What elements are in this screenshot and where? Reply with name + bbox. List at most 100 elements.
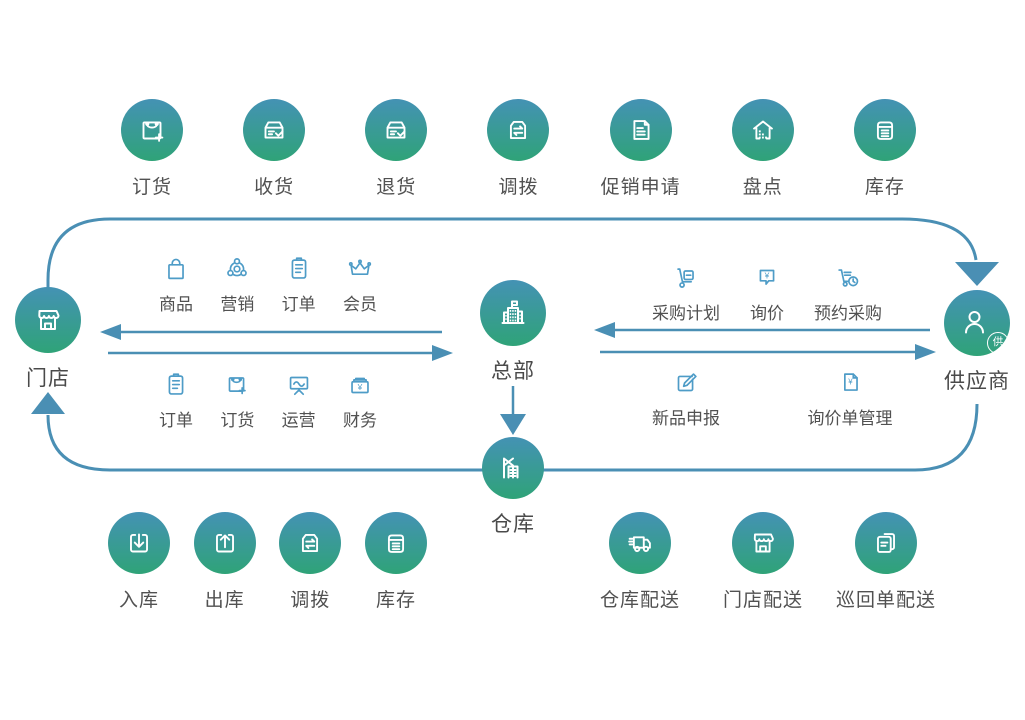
supplier-label: 供应商 [944,370,1010,393]
function-label: 营销 [220,295,255,314]
hq-function-item: 预约采购 [808,261,888,324]
hq-function-item: ¥ 询价 [727,261,807,324]
return-box-check-icon [379,113,413,147]
arrowhead-left [594,322,615,338]
function-label: 会员 [342,295,377,314]
function-label: 采购计划 [652,304,720,323]
store-node: 门店 [0,287,108,392]
process-label: 盘点 [742,177,783,198]
store-function-item: 订单 [147,368,205,431]
inquiry-doc-icon: ¥ [835,366,865,398]
svg-text:¥: ¥ [764,270,770,280]
hq-function-item: 新品申报 [626,366,746,429]
process-label: 入库 [118,590,159,611]
arrowhead-up [31,392,65,414]
inquiry-bubble-icon: ¥ [752,261,782,293]
store-function-item: 营销 [208,252,266,315]
top-process-item: 库存 [830,99,940,199]
function-label: 新品申报 [652,409,720,428]
store-hq-functions-row1: 商品 营销 订单 会员 [147,252,389,315]
warehouse-process-item: 库存 [356,512,436,612]
arrowhead-left [100,324,121,340]
headquarters-building-icon [495,295,531,331]
storefront-icon [30,302,66,338]
new-product-edit-icon [671,366,701,398]
delivery-process-item: 门店配送 [703,512,823,612]
svg-text:¥: ¥ [848,377,853,386]
product-bag-icon [161,252,191,284]
delivery-process-item: 仓库配送 [580,512,700,612]
transfer-box-swap-icon [293,526,327,560]
svg-text:¥: ¥ [357,382,363,392]
order-bag-plus-icon [135,113,169,147]
top-process-item: 盘点 [708,99,818,199]
reserve-purchase-cart-icon [833,261,863,293]
process-label: 促销申请 [600,177,681,198]
process-label: 巡回单配送 [835,590,936,611]
transfer-box-swap-icon [501,113,535,147]
arrowhead-right [432,345,453,361]
store-function-item: ¥ 财务 [331,368,389,431]
order-clipboard-icon [161,368,191,400]
store-hq-functions-row2: 订单 订货 运营 ¥ 财务 [147,368,389,431]
warehouse-label: 仓库 [491,513,535,536]
warehouse-process-item: 调拨 [270,512,350,612]
order-clipboard-icon [284,252,314,284]
round-delivery-docs-icon [869,526,903,560]
process-label: 订货 [131,177,172,198]
supplier-badge: 供 [987,332,1009,354]
store-function-item: 会员 [331,252,389,315]
function-label: 财务 [342,411,377,430]
headquarters-node: 总部 [453,280,573,385]
store-function-item: 运营 [270,368,328,431]
hq-function-item: ¥ 询价单管理 [790,366,910,429]
member-crown-icon [345,252,375,284]
function-label: 订单 [281,295,316,314]
process-label: 库存 [375,590,416,611]
function-label: 询价单管理 [807,409,893,428]
function-label: 订单 [159,411,193,430]
process-label: 调拨 [498,177,539,198]
inbound-arrow-icon [122,526,156,560]
process-label: 出库 [204,590,245,611]
finance-cashbox-icon: ¥ [345,368,375,400]
warehouse-node: 仓库 [453,437,573,538]
headquarters-label: 总部 [491,360,535,383]
function-label: 预约采购 [814,304,882,323]
function-label: 订货 [220,411,255,430]
hq-function-item: 采购计划 [646,261,726,324]
top-process-item: 促销申请 [586,99,696,199]
process-label: 门店配送 [722,590,803,611]
function-label: 运营 [281,411,316,430]
store-function-item: 订货 [208,368,266,431]
arrowhead-down [955,262,999,286]
top-process-item: 调拨 [463,99,573,199]
supplier-node: 供 供应商 [917,290,1025,395]
marketing-network-icon [222,252,252,284]
process-label: 库存 [864,177,905,198]
warehouse-delivery-truck-icon [623,526,657,560]
hq-supplier-functions-row2: 新品申报 ¥ 询价单管理 [626,366,910,429]
function-label: 商品 [159,295,193,314]
process-label: 收货 [254,177,295,198]
process-label: 仓库配送 [599,590,680,611]
purchase-plan-dolly-icon [671,261,701,293]
arrowhead-down [500,414,526,435]
outbound-arrow-icon [208,526,242,560]
top-process-row: 订货 收货 退货 调拨 促销申请 盘点 库存 [97,99,940,199]
warehouse-process-item: 出库 [185,512,265,612]
hq-supplier-functions-row1: 采购计划 ¥ 询价 预约采购 [646,261,888,324]
inventory-box-icon [868,113,902,147]
arrowhead-right [915,344,936,360]
function-label: 询价 [750,304,784,323]
order-bag-plus-small-icon [222,368,252,400]
top-process-item: 退货 [341,99,451,199]
warehouse-process-row: 入库 出库 调拨 库存 [99,512,436,612]
store-function-item: 商品 [147,252,205,315]
warehouse-house-icon [495,450,531,486]
stocktake-house-icon [746,113,780,147]
supplier-person-icon [959,305,995,341]
process-label: 退货 [376,177,417,198]
top-process-item: 订货 [97,99,207,199]
top-process-item: 收货 [219,99,329,199]
